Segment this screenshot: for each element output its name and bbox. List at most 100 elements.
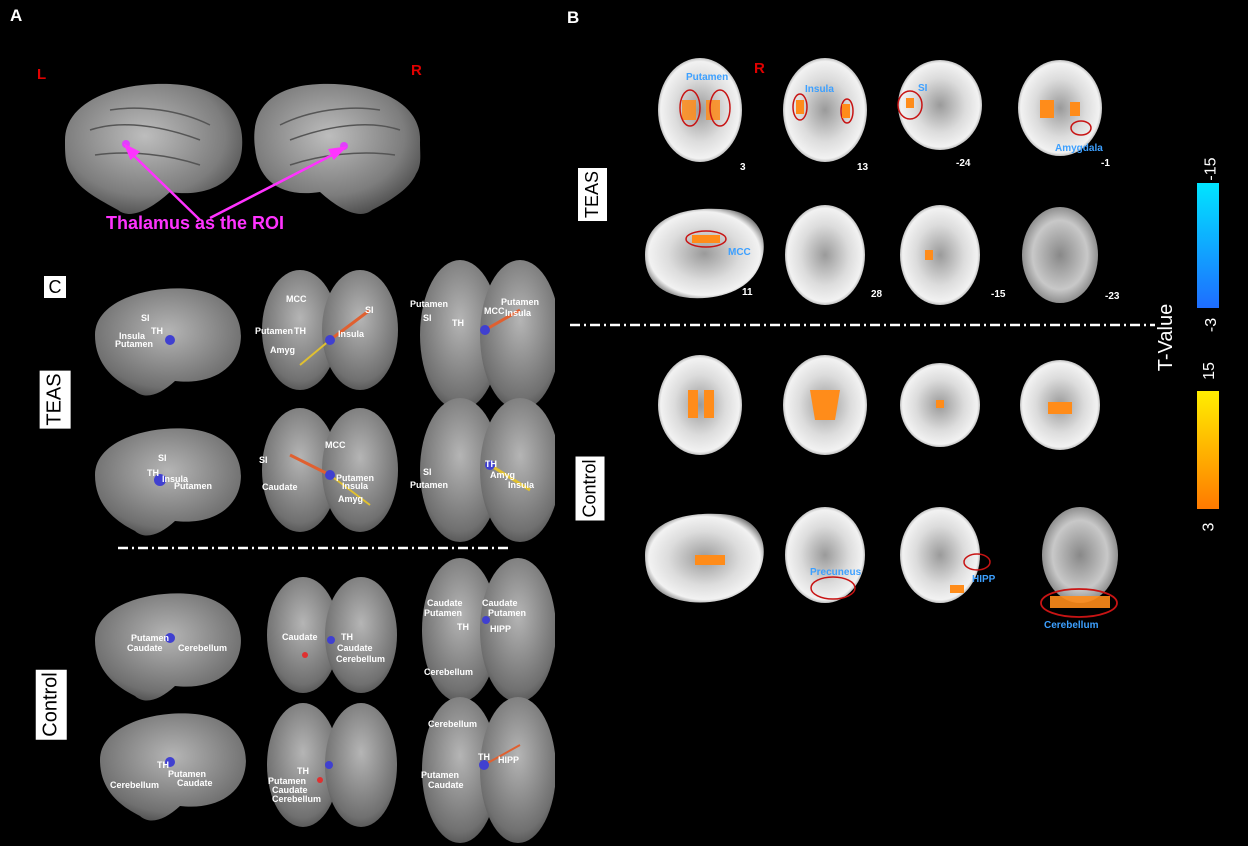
- control-row2-lateral: [100, 713, 246, 821]
- c-label: Caudate: [427, 598, 463, 608]
- c-label: Putamen: [410, 299, 449, 309]
- b-label-si: SI: [918, 83, 928, 94]
- colorbar-pos-top: 15: [1200, 362, 1218, 380]
- control-row1-frontal: [267, 577, 397, 693]
- teas-axial-13: [783, 58, 867, 162]
- c-label: TH: [297, 766, 309, 776]
- c-label: SI: [141, 313, 150, 323]
- teas-row2-top: [420, 398, 555, 542]
- c-label: Amyg: [490, 470, 516, 480]
- panel-b-control-label: Control: [575, 456, 605, 521]
- c-label: Caudate: [428, 780, 464, 790]
- teas-coronal-1: [1018, 60, 1102, 156]
- c-label: MCC: [325, 440, 346, 450]
- c-label: TH: [457, 622, 469, 632]
- teas-row1-frontal: [262, 270, 398, 390]
- c-label: Caudate: [127, 643, 163, 653]
- panel-a-brains: [65, 83, 421, 221]
- b-label-insula: Insula: [805, 84, 834, 95]
- b-label-precuneus: Precuneus: [810, 567, 862, 578]
- teas-coronal-24: [897, 60, 982, 150]
- c-label: Putamen: [336, 473, 375, 483]
- c-label: SI: [365, 305, 374, 315]
- c-label: Caudate: [482, 598, 518, 608]
- c-label: Caudate: [272, 785, 308, 795]
- c-label: Cerebellum: [428, 719, 478, 729]
- c-label: Putamen: [424, 608, 463, 618]
- control-slice-6: [785, 507, 865, 603]
- c-label: Cerebellum: [178, 643, 228, 653]
- panel-b-slices: [645, 58, 1118, 618]
- c-label: TH: [147, 468, 159, 478]
- teas-axial-15: [900, 205, 980, 305]
- c-label: MCC: [484, 306, 505, 316]
- negative-colorbar: [1197, 183, 1219, 308]
- c-label: SI: [259, 455, 268, 465]
- control-slice-5: [645, 513, 764, 603]
- c-label: TH: [294, 326, 306, 336]
- c-label: SI: [158, 453, 167, 463]
- c-label: Putamen: [268, 776, 307, 786]
- roi-caption: Thalamus as the ROI: [106, 213, 285, 233]
- c-label: Caudate: [282, 632, 318, 642]
- c-label: Insula: [119, 331, 146, 341]
- c-label: Putamen: [501, 297, 540, 307]
- c-label: TH: [485, 459, 497, 469]
- c-label: Amyg: [270, 345, 296, 355]
- teas-axial-23: [1022, 207, 1098, 303]
- panel-c-control-label: Control: [35, 669, 67, 740]
- b-slice-num: 3: [740, 162, 746, 173]
- c-label: Insula: [342, 481, 369, 491]
- c-label: Putamen: [131, 633, 170, 643]
- control-row1-lateral: [95, 593, 241, 701]
- c-label: Putamen: [174, 481, 213, 491]
- c-label: Insula: [338, 329, 365, 339]
- colorbar-neg-bottom: -3: [1203, 317, 1221, 333]
- c-label: Putamen: [255, 326, 294, 336]
- teas-row1-lateral: [95, 288, 241, 396]
- teas-row2-lateral: [95, 428, 241, 536]
- panel-b-separator: [570, 323, 1155, 327]
- control-slice-4: [1020, 360, 1100, 450]
- control-slice-1: [658, 355, 742, 455]
- c-label: Caudate: [337, 643, 373, 653]
- c-label: TH: [452, 318, 464, 328]
- colorbar-neg-top: -15: [1202, 157, 1220, 181]
- c-label: TH: [341, 632, 353, 642]
- positive-colorbar: [1197, 391, 1219, 509]
- c-label: TH: [478, 752, 490, 762]
- c-label: Putamen: [421, 770, 460, 780]
- c-label: Cerebellum: [424, 667, 474, 677]
- c-label: Cerebellum: [272, 794, 322, 804]
- b-slice-num: 13: [857, 162, 869, 173]
- teas-axial-28: [785, 205, 865, 305]
- c-label: Insula: [162, 474, 189, 484]
- control-row2-top: [422, 697, 555, 843]
- c-label: Putamen: [488, 608, 527, 618]
- control-row2-frontal: [267, 703, 397, 827]
- b-label-putamen: Putamen: [686, 72, 729, 83]
- control-row1-top: [422, 558, 555, 702]
- c-label: Caudate: [262, 482, 298, 492]
- b-label-amygdala: Amygdala: [1055, 143, 1103, 154]
- teas-row2-frontal: [262, 408, 398, 532]
- c-label: HIPP: [490, 624, 512, 634]
- panel-c-teas-label: TEAS: [39, 370, 71, 429]
- panel-c-glass-brains: [95, 260, 555, 843]
- panel-a-letter: A: [10, 6, 23, 25]
- panel-b-teas-label: TEAS: [578, 167, 608, 222]
- control-slice-8: [1040, 507, 1118, 618]
- panel-c-separator: [118, 546, 510, 550]
- panel-c-letter: C: [44, 276, 66, 298]
- b-slice-num: -24: [956, 158, 971, 169]
- teas-sagittal-11: [645, 208, 764, 299]
- b-slice-num: 11: [742, 287, 753, 298]
- c-label: SI: [423, 313, 432, 323]
- control-slice-7: [900, 507, 991, 603]
- c-label: Caudate: [177, 778, 213, 788]
- c-label: Putamen: [115, 339, 154, 349]
- b-slice-num: -23: [1105, 291, 1120, 302]
- c-label: Putamen: [410, 480, 449, 490]
- b-label-hipp: HIPP: [972, 574, 996, 585]
- c-label: Insula: [508, 480, 535, 490]
